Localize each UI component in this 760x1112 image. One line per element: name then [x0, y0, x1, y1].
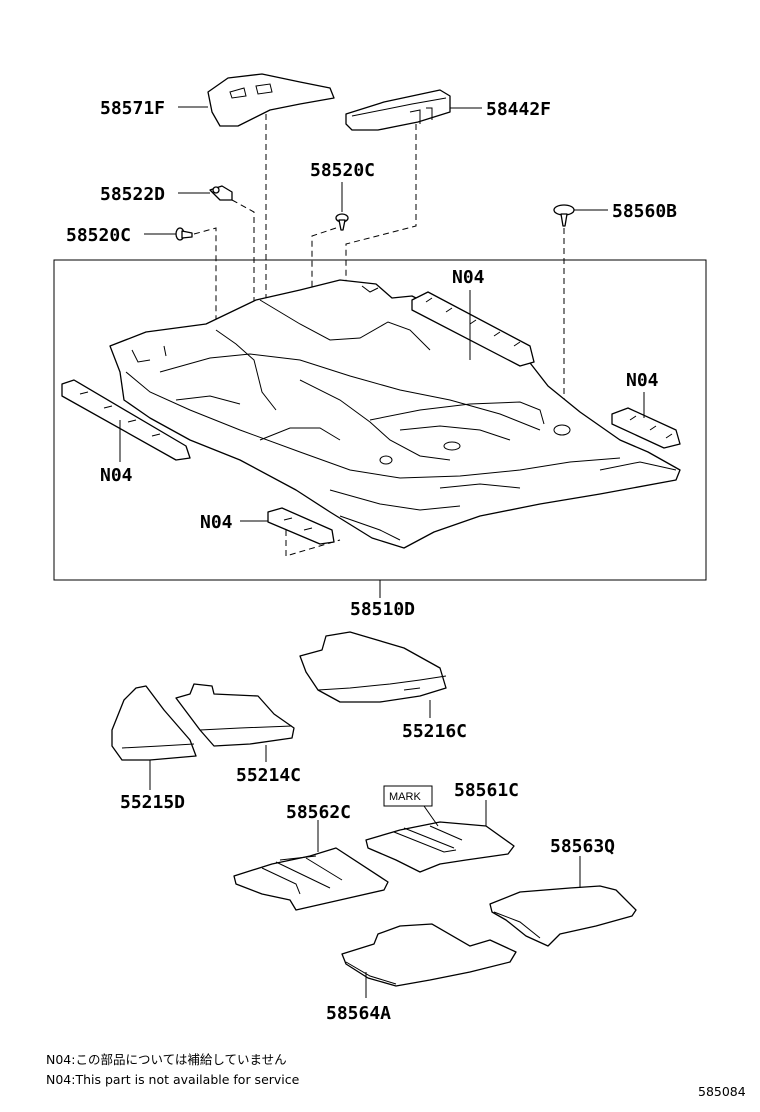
label-58564A[interactable]: 58564A — [326, 1003, 391, 1024]
label-58571F[interactable]: 58571F — [100, 98, 165, 119]
part-N04-right-shape[interactable] — [611, 407, 681, 449]
label-55214C[interactable]: 55214C — [236, 765, 301, 786]
part-58561C-shape[interactable] — [365, 821, 515, 873]
note-n04-english: N04:This part is not available for servi… — [46, 1072, 300, 1087]
label-58562C[interactable]: 58562C — [286, 802, 351, 823]
part-58520C-left-shape[interactable] — [175, 227, 193, 241]
assembly-dashed-lines — [193, 114, 565, 557]
part-55216C-shape[interactable] — [299, 631, 447, 703]
label-58520C-top[interactable]: 58520C — [310, 160, 375, 181]
leader-mark — [423, 805, 439, 827]
part-58571F-shape[interactable] — [207, 73, 335, 127]
label-N04-left[interactable]: N04 — [100, 465, 133, 486]
label-N04-bottom[interactable]: N04 — [200, 512, 233, 533]
mark-box — [383, 785, 433, 807]
label-58563Q[interactable]: 58563Q — [550, 836, 615, 857]
part-N04-left-shape[interactable] — [61, 379, 191, 461]
label-58442F[interactable]: 58442F — [486, 99, 551, 120]
label-58561C[interactable]: 58561C — [454, 780, 519, 801]
note-n04-japanese: N04:この部品については補給していません — [46, 1052, 287, 1067]
part-58510D-shape[interactable] — [109, 279, 681, 549]
label-55216C[interactable]: 55216C — [402, 721, 467, 742]
label-58510D[interactable]: 58510D — [350, 599, 415, 620]
part-58522D-shape[interactable] — [209, 185, 233, 201]
part-58442F-shape[interactable] — [345, 89, 451, 131]
part-55215D-shape[interactable] — [111, 685, 197, 761]
part-55214C-shape[interactable] — [175, 683, 295, 747]
diagram-id: 585084 — [698, 1084, 746, 1099]
part-58520C-top-shape[interactable] — [335, 213, 349, 231]
label-N04-top[interactable]: N04 — [452, 267, 485, 288]
label-N04-right[interactable]: N04 — [626, 370, 659, 391]
part-N04-top-shape[interactable] — [411, 291, 535, 367]
part-58562C-shape[interactable] — [233, 847, 389, 911]
label-58522D[interactable]: 58522D — [100, 184, 165, 205]
part-N04-bottom-shape[interactable] — [267, 507, 335, 545]
label-58520C-left[interactable]: 58520C — [66, 225, 131, 246]
label-55215D[interactable]: 55215D — [120, 792, 185, 813]
mark-label: MARK — [389, 791, 421, 803]
part-58564A-shape[interactable] — [341, 923, 517, 987]
part-58560B-shape[interactable] — [553, 204, 575, 227]
label-58560B[interactable]: 58560B — [612, 201, 677, 222]
part-58563Q-shape[interactable] — [489, 885, 637, 947]
